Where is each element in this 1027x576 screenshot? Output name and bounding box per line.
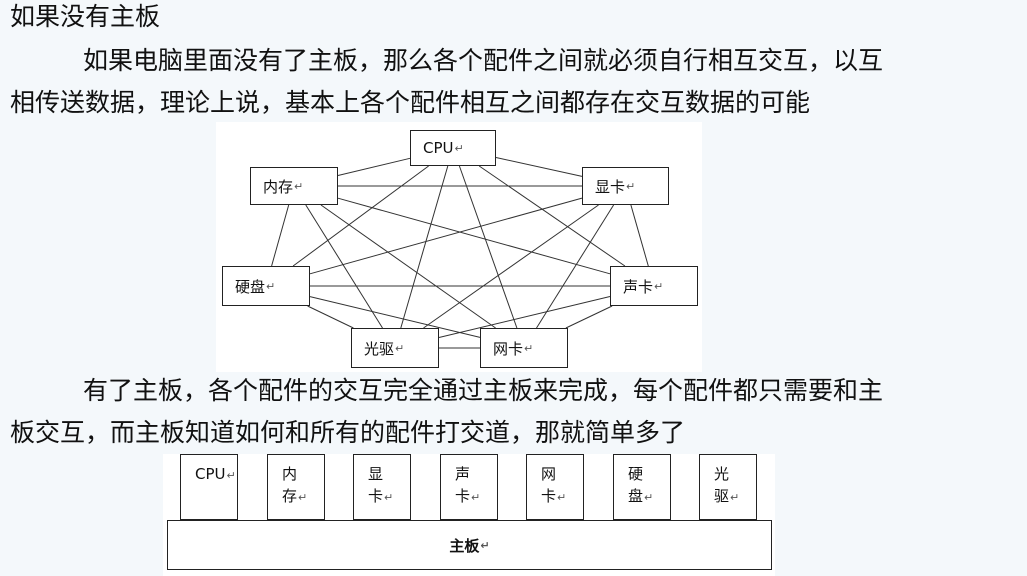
component-label-line-2: 卡	[541, 487, 557, 505]
return-mark: ↵	[384, 491, 394, 504]
component-label-line-1: 内	[282, 465, 298, 483]
board-component-nic: 网 卡↵	[526, 454, 584, 520]
connection-gpu-disk	[309, 197, 583, 275]
node-label: 网卡	[493, 339, 524, 358]
component-label-line-1: 网	[541, 465, 557, 483]
page-title: 如果没有主板	[10, 2, 161, 31]
node-label: CPU	[423, 139, 454, 157]
component-label-line-2: 盘	[628, 487, 644, 505]
mesh-connections	[271, 157, 649, 349]
connection-memory-optical	[305, 204, 383, 329]
node-nic: 网卡↵	[480, 328, 568, 368]
return-mark: ↵	[524, 341, 534, 355]
node-cpu: CPU↵	[410, 130, 496, 166]
connection-sound-nic	[565, 305, 613, 329]
paragraph-2-line-1: 有了主板，各个配件的交互完全通过主板来完成，每个配件都只需要和主	[83, 376, 884, 405]
component-label-line-1: 显	[368, 465, 384, 483]
paragraph-2-line-2: 板交互，而主板知道如何和所有的配件打交道，那就简单多了	[10, 418, 686, 447]
return-mark: ↵	[480, 538, 490, 552]
connection-cpu-optical	[400, 165, 449, 329]
component-label-line-1: CPU	[195, 465, 226, 483]
node-optical: 光驱↵	[351, 328, 439, 368]
node-label: 显卡	[595, 177, 626, 196]
component-label-line-2: 驱	[714, 487, 730, 505]
connection-cpu-disk	[292, 165, 429, 267]
board-component-sound: 声 卡↵	[440, 454, 498, 520]
node-gpu: 显卡↵	[582, 167, 669, 205]
node-label: 硬盘	[235, 277, 266, 296]
return-mark: ↵	[557, 491, 567, 504]
connection-disk-optical	[307, 305, 354, 329]
connection-cpu-memory	[337, 157, 411, 176]
board-component-disk: 硬 盘↵	[613, 454, 671, 520]
connection-memory-sound	[337, 197, 611, 275]
return-mark: ↵	[298, 491, 308, 504]
return-mark: ↵	[266, 279, 276, 293]
component-label-line-1: 声	[455, 465, 471, 483]
board-component-cpu: CPU↵	[180, 454, 238, 520]
paragraph-1-line-1: 如果电脑里面没有了主板，那么各个配件之间就必须自行相互交互，以互	[83, 46, 884, 75]
board-component-optical: 光 驱↵	[699, 454, 757, 520]
motherboard-diagram: CPU↵ 内 存↵ 显 卡↵ 声 卡↵ 网 卡↵ 硬 盘↵ 光 驱↵ 主板↵	[163, 454, 775, 576]
component-label-line-2: 卡	[455, 487, 471, 505]
connection-memory-disk	[271, 204, 290, 267]
connection-gpu-optical	[423, 204, 599, 329]
connection-memory-nic	[320, 204, 496, 329]
component-label-line-2: 卡	[368, 487, 384, 505]
motherboard-label: 主板	[449, 536, 480, 555]
connection-gpu-nic	[536, 204, 615, 329]
connection-sound-optical	[438, 296, 611, 338]
mesh-diagram: CPU↵ 内存↵ 显卡↵ 硬盘↵ 声卡↵ 光驱↵ 网卡↵	[216, 122, 702, 372]
connection-cpu-nic	[458, 165, 518, 329]
node-sound: 声卡↵	[610, 266, 698, 306]
return-mark: ↵	[294, 179, 304, 193]
node-label: 光驱	[364, 339, 395, 358]
component-label-line-1: 硬	[628, 465, 644, 483]
return-mark: ↵	[654, 279, 664, 293]
node-memory: 内存↵	[250, 167, 338, 205]
paragraph-1-line-2: 相传送数据，理论上说，基本上各个配件相互之间都存在交互数据的可能	[10, 88, 811, 117]
board-component-memory: 内 存↵	[267, 454, 325, 520]
return-mark: ↵	[226, 469, 236, 482]
board-component-gpu: 显 卡↵	[353, 454, 411, 520]
return-mark: ↵	[626, 179, 636, 193]
motherboard: 主板↵	[167, 520, 772, 570]
return-mark: ↵	[644, 491, 654, 504]
node-disk: 硬盘↵	[222, 266, 310, 306]
return-mark: ↵	[454, 141, 464, 155]
connection-cpu-gpu	[495, 157, 583, 177]
connection-disk-nic	[309, 296, 481, 338]
component-label-line-1: 光	[714, 465, 730, 483]
node-label: 声卡	[623, 277, 654, 296]
node-label: 内存	[263, 177, 294, 196]
return-mark: ↵	[730, 491, 740, 504]
component-label-line-2: 存	[282, 487, 298, 505]
return-mark: ↵	[471, 491, 481, 504]
connection-gpu-sound	[630, 204, 649, 267]
return-mark: ↵	[395, 341, 405, 355]
connection-cpu-sound	[478, 165, 626, 267]
